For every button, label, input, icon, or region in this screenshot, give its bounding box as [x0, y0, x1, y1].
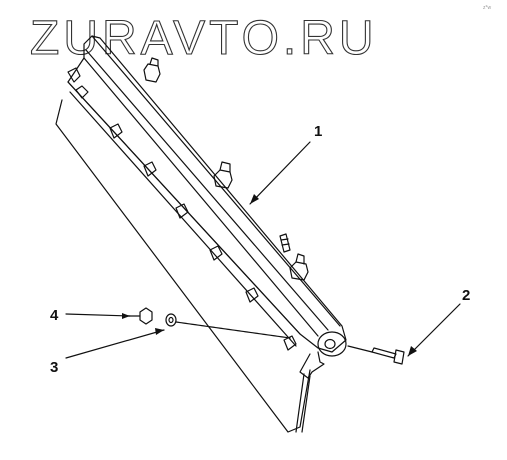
side-nut-7	[245, 287, 259, 303]
callout-1: 1	[314, 123, 322, 140]
top-bolt-1	[143, 57, 161, 83]
side-nut-3	[109, 123, 123, 139]
bar-groove-line-2	[83, 57, 319, 337]
side-nut-5	[175, 203, 189, 219]
arrowhead-4	[122, 313, 130, 319]
bar-lower-edge	[67, 81, 301, 335]
arrowhead-1	[250, 194, 259, 204]
bar-end-hole	[324, 338, 336, 350]
bar-flange-edge	[69, 91, 297, 347]
leader-line-3	[65, 329, 165, 359]
arrowhead-3	[155, 328, 164, 335]
callout-4: 4	[50, 307, 59, 324]
leader-line-1	[249, 141, 311, 205]
leader-line-4	[65, 313, 131, 317]
bar-end-cap	[317, 331, 347, 357]
top-bolt-3	[279, 233, 291, 253]
side-nut-1	[67, 67, 81, 83]
watermark-logo: ZURAVTO.RU	[30, 12, 378, 65]
arrowhead-2	[408, 346, 417, 356]
bar-end-bracket	[299, 351, 325, 379]
washer-part-3	[165, 313, 177, 327]
corner-mark: z*w	[483, 5, 491, 11]
bolt-part-2	[347, 345, 405, 365]
side-nut-2	[75, 85, 89, 99]
nut-part-4	[127, 307, 153, 325]
top-bolt-4	[289, 253, 309, 281]
top-bolt-2	[213, 161, 233, 189]
blade-plate	[55, 99, 311, 433]
leader-line-2	[407, 303, 461, 357]
callout-2: 2	[462, 287, 470, 304]
callout-3: 3	[50, 359, 58, 376]
blade-edge-strip	[295, 373, 311, 433]
bar-groove-line	[85, 49, 329, 331]
bar-top-edge	[91, 35, 341, 327]
bar-assembly-body	[67, 35, 347, 353]
side-nut-6	[209, 245, 223, 261]
assembly-axis-line	[175, 321, 291, 339]
side-nut-4	[143, 161, 157, 177]
